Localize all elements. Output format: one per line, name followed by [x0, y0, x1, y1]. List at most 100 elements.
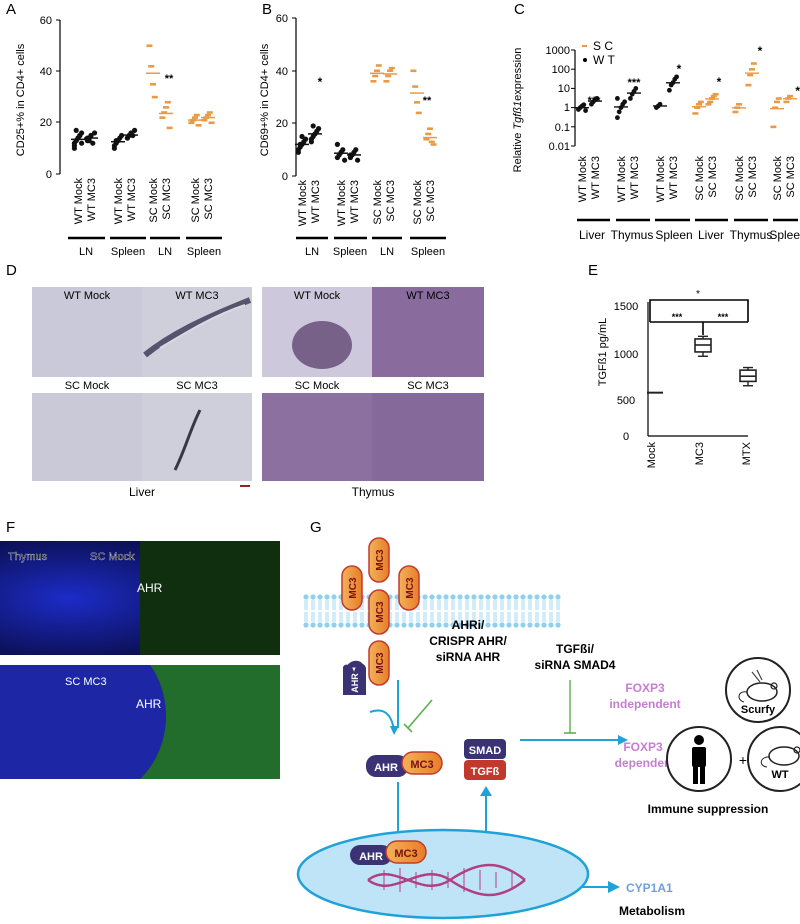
- panel-c-data-point: [696, 103, 702, 106]
- panel-b-data-point: [415, 111, 422, 115]
- panel-f-tissue: Thymus: [8, 551, 48, 563]
- panel-c-data-point: [707, 100, 714, 104]
- membrane-lipid-head: [415, 622, 421, 628]
- liver-label-wt-mc3: WT MC3: [175, 290, 218, 302]
- ahr-nuclear-body: [350, 845, 392, 865]
- scurfy-mouse-icon: [725, 657, 791, 723]
- panel-f-bottom-label: SC MC3: [65, 676, 107, 688]
- panel-b-data-point: [295, 149, 301, 155]
- membrane-lipid-head: [478, 594, 484, 600]
- panel-a-xlabel: WT Mock: [73, 178, 85, 225]
- membrane-lipid-head: [499, 622, 505, 628]
- inhibitor-ahr-line3: siRNA AHR: [436, 650, 501, 664]
- panel-a-data-point: [188, 121, 195, 125]
- panel-a-data-point: [73, 127, 79, 133]
- panel-c-data-point: [772, 106, 779, 109]
- panel-e-ytick: 0: [623, 431, 629, 443]
- panel-b-data-point: [308, 139, 314, 145]
- inhibitor-tgf-line2: siRNA SMAD4: [535, 658, 616, 672]
- membrane-lipid-head: [520, 594, 526, 600]
- panel-c-tissue: Thymus: [730, 228, 773, 242]
- panel-b-data-point: [353, 147, 359, 153]
- panel-c-data-point: [615, 96, 620, 101]
- membrane-lipid-head: [331, 622, 337, 628]
- ahr-complex-body: [366, 755, 408, 777]
- panel-a-data-point: [163, 106, 169, 109]
- membrane-lipid-head: [324, 622, 330, 628]
- panel-b-xlabel: SC MC3: [385, 180, 397, 222]
- membrane-lipid-head: [492, 594, 498, 600]
- panel-a-data-point: [148, 65, 155, 68]
- panel-letter-g: G: [310, 519, 322, 536]
- liver-sc-mc3-image: [142, 393, 252, 481]
- thymus-sc-mc3-image: [372, 393, 484, 481]
- mc3-molecule-icon: [398, 565, 420, 611]
- panel-c-sig: *: [795, 84, 800, 98]
- panel-e-xlabel: Mock: [646, 442, 658, 469]
- panel-a-tissue: Spleen: [111, 246, 145, 258]
- panel-a-data-point: [71, 145, 77, 151]
- membrane-lipid-head: [527, 622, 533, 628]
- thymus-label-sc-mock: SC Mock: [295, 380, 340, 392]
- panel-c-sig: *: [758, 44, 763, 58]
- panel-c-legend-wt: W T: [593, 53, 615, 67]
- panel-a-data-point: [88, 132, 94, 139]
- panel-c-chart: Relative Tgfß1expression 1000 100 10 1 0…: [512, 39, 800, 242]
- panel-a-tissue: Spleen: [187, 246, 221, 258]
- cyp1a1-label: CYP1A1: [626, 881, 673, 895]
- panel-a-xlabel: SC Mock: [190, 178, 202, 223]
- panel-a-ylabel: CD25+% in CD4+ cells: [15, 43, 27, 156]
- panel-b-ytick: 40: [276, 66, 288, 78]
- foxp3-independent-line2: independent: [609, 697, 680, 711]
- panel-e-sig: ***: [672, 312, 683, 322]
- panel-a-ytick: 20: [40, 117, 52, 129]
- mc3-molecule-icon: [341, 565, 363, 611]
- membrane-lipid-head: [555, 622, 561, 628]
- panel-e-ytick: 1000: [614, 349, 638, 361]
- membrane-lipid-head: [338, 622, 344, 628]
- panel-a-data-point: [150, 82, 156, 86]
- panel-c-legend-sc: S C: [593, 39, 613, 53]
- panel-a-xlabel: WT MC3: [86, 178, 98, 221]
- membrane-lipid-head: [359, 622, 365, 628]
- panel-c-xlabel: WT MC3: [590, 156, 602, 199]
- thymus-label-sc-mc3: SC MC3: [407, 380, 449, 392]
- panel-a-data-point: [77, 132, 83, 139]
- panel-b-data-point: [410, 69, 417, 73]
- panel-a-xlabel: WT MC3: [126, 178, 138, 221]
- ahr-nuclear-label: AHR: [359, 851, 383, 863]
- membrane-lipid-head: [527, 594, 533, 600]
- membrane-lipid-head: [485, 594, 491, 600]
- membrane-lipid-head: [422, 622, 428, 628]
- panel-c-xlabel: WT MC3: [668, 156, 680, 199]
- membrane-lipid-head: [436, 622, 442, 628]
- panel-c-data-point: [774, 100, 780, 104]
- panel-a-data-point: [195, 124, 202, 127]
- panel-b-xlabel: SC MC3: [425, 180, 437, 222]
- panel-c-tissue: Liver: [698, 228, 724, 242]
- panel-b-data-point: [370, 80, 377, 83]
- panel-b-data-point: [340, 147, 346, 153]
- panel-c-data-point: [710, 94, 717, 98]
- panel-b-data-point: [355, 157, 361, 163]
- panel-c-ytick: 1: [564, 102, 570, 114]
- panel-c-data-point: [783, 100, 790, 104]
- smad-box: [464, 739, 506, 759]
- panel-b-data-point: [387, 69, 393, 73]
- panel-a-chart: CD25+% in CD4+ cells 60 40 20 0 ** WT Mo…: [15, 15, 222, 258]
- panel-b-data-point: [423, 137, 430, 141]
- panel-b-data-point: [316, 126, 322, 132]
- panel-b-ytick: 60: [276, 13, 288, 25]
- membrane-lipid-head: [422, 594, 428, 600]
- panel-c-sig: ***: [628, 77, 642, 89]
- panel-e-ylabel: TGFß1 pg/mL: [597, 318, 609, 386]
- panel-c-ytick: 10: [558, 83, 570, 95]
- liver-label-sc-mock: SC Mock: [65, 380, 110, 392]
- panel-c-data-point: [712, 92, 719, 96]
- membrane-lipid-head: [450, 622, 456, 628]
- liver-label-sc-mc3: SC MC3: [176, 380, 218, 392]
- membrane-lipid-head: [548, 622, 554, 628]
- panel-letter-a: A: [6, 1, 16, 18]
- panel-a-tissue: LN: [158, 246, 172, 258]
- membrane-lipid-head: [429, 594, 435, 600]
